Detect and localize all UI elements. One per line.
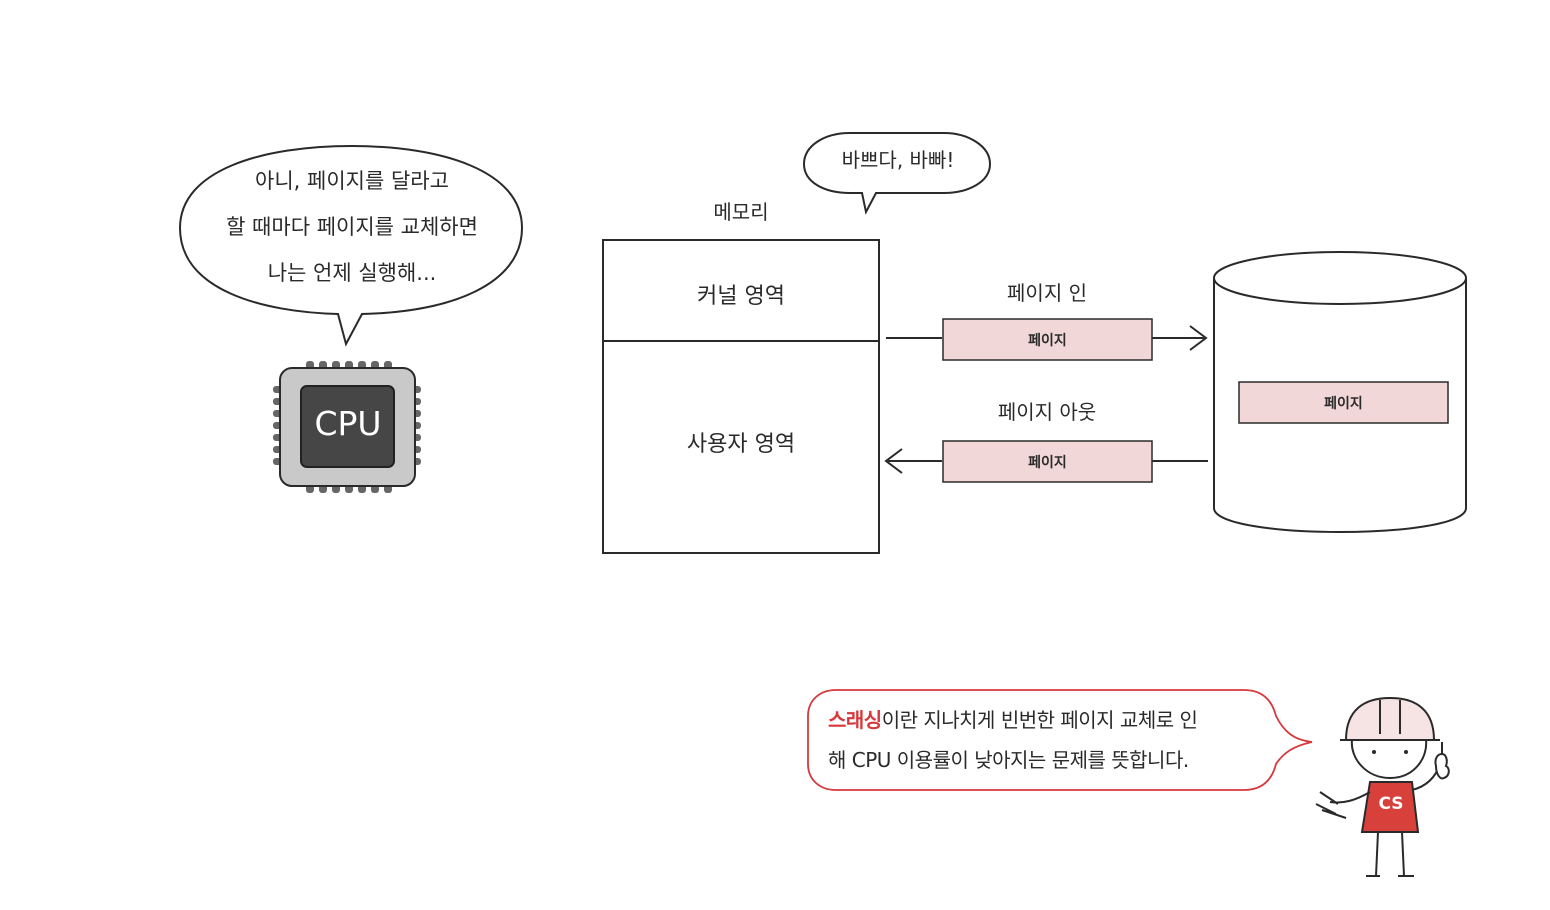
cpu-speech-line-1: 아니, 페이지를 달라고	[255, 169, 449, 193]
page-out-block	[942, 440, 1153, 483]
mascot-figure	[1315, 696, 1450, 877]
cpu-speech-bubble	[178, 144, 524, 347]
tip-text: 스래싱이란 지나치게 빈번한 페이지 교체로 인 해 CPU 이용률이 낮아지는…	[828, 700, 1198, 780]
cpu-speech-text: 아니, 페이지를 달라고 할 때마다 페이지를 교체하면 나는 언제 실행해..…	[182, 158, 522, 296]
disk-page-label: 페이지	[1324, 396, 1363, 412]
tip-line-1-rest: 이란 지나치게 빈번한 페이지 교체로 인	[881, 708, 1198, 732]
page-in-page-label: 페이지	[1028, 333, 1067, 349]
tip-line-1: 스래싱이란 지나치게 빈번한 페이지 교체로 인	[828, 700, 1198, 740]
page-in-block	[942, 318, 1153, 361]
page-in-arrow	[886, 325, 1208, 351]
memory-box	[602, 239, 880, 554]
page-out-arrow	[884, 448, 1208, 474]
tip-highlight-term: 스래싱	[828, 708, 882, 732]
cpu-chip-icon	[273, 361, 421, 493]
tip-callout	[807, 689, 1313, 791]
cpu-chip-label: CPU	[314, 404, 382, 443]
disk-page-block	[1238, 381, 1449, 424]
page-out-label: 페이지 아웃	[997, 400, 1097, 424]
memory-title: 메모리	[713, 200, 769, 224]
mascot-shirt-label: CS	[1378, 794, 1404, 814]
tip-line-2: 해 CPU 이용률이 낮아지는 문제를 뜻합니다.	[828, 748, 1189, 772]
page-out-page-label: 페이지	[1028, 455, 1067, 471]
memory-speech-bubble	[802, 132, 992, 215]
page-in-label: 페이지 인	[1007, 281, 1087, 305]
memory-speech-text: 바쁘다, 바빠!	[841, 148, 955, 172]
user-area-label: 사용자 영역	[686, 432, 796, 457]
cpu-speech-line-3: 나는 언제 실행해...	[267, 261, 437, 285]
kernel-area-label: 커널 영역	[697, 284, 785, 309]
cpu-speech-line-2: 할 때마다 페이지를 교체하면	[226, 215, 478, 239]
